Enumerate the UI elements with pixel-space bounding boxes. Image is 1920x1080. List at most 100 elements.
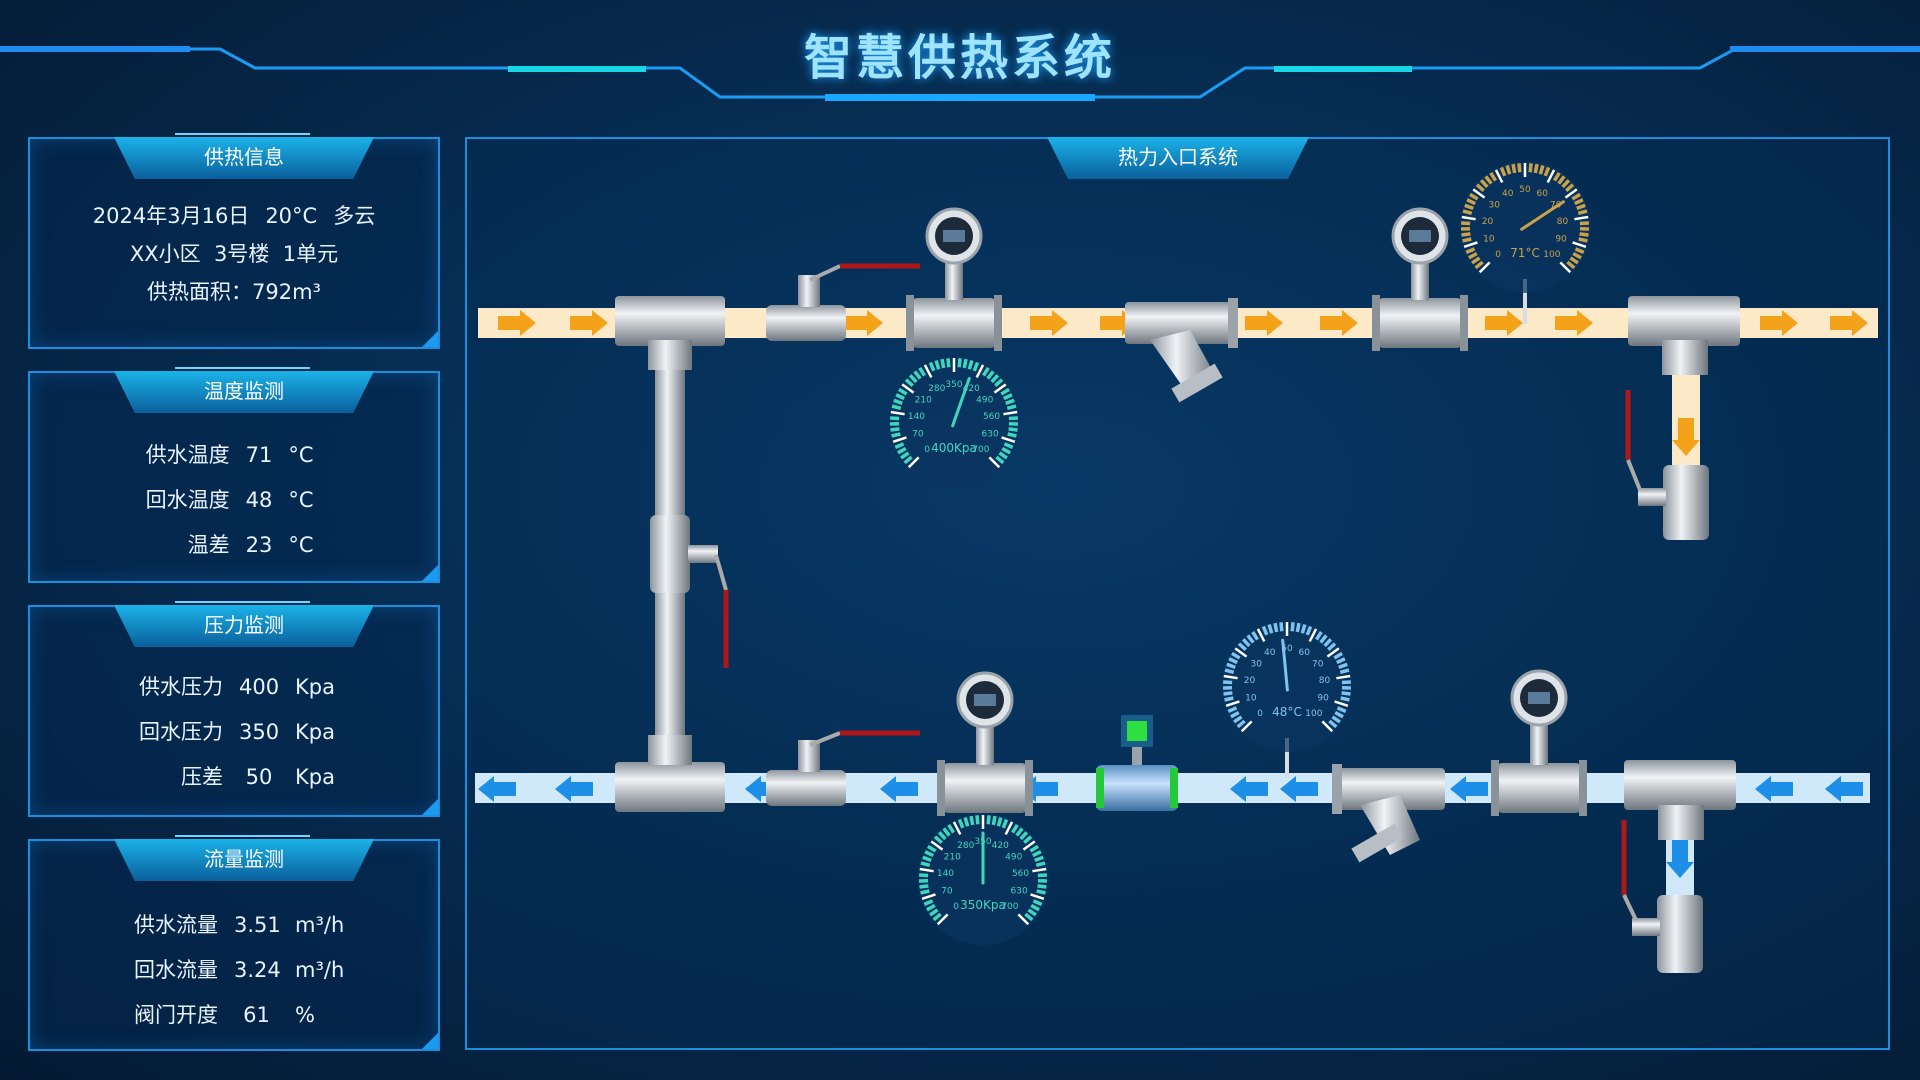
label: 回水压力	[139, 720, 223, 744]
gauge-tick-label: 0	[924, 445, 930, 455]
gauge-tick-label: 20	[1482, 217, 1494, 227]
supply-arrow-icon	[1320, 310, 1358, 336]
unit: m³/h	[295, 958, 345, 982]
tee-fitting	[1624, 760, 1736, 840]
gauge-tick-label: 10	[1483, 235, 1495, 245]
gauge-tick-label: 490	[976, 396, 993, 406]
return-arrow-icon	[880, 776, 918, 802]
gauge-tick-label: 70	[1312, 660, 1324, 670]
gauge-tick-label: 420	[963, 384, 980, 394]
corner-decoration	[422, 565, 438, 581]
label: 回水流量	[134, 958, 218, 982]
label: 阀门开度	[134, 1003, 218, 1027]
panel-header: 压力监测	[114, 605, 374, 647]
unit: °C	[288, 488, 314, 512]
ball-valve[interactable]	[766, 263, 920, 341]
display-screen	[943, 230, 965, 242]
gauge-tick-label: 40	[1264, 648, 1276, 658]
panel-header: 温度监测	[114, 371, 374, 413]
panel-header: 供热信息	[114, 137, 374, 179]
supply-arrow-icon	[1555, 310, 1593, 336]
display-screen	[1409, 230, 1431, 242]
tee-fitting	[1628, 296, 1740, 375]
gauge-needle	[1281, 638, 1289, 692]
supply-arrow-icon	[1760, 310, 1798, 336]
y-strainer	[1125, 298, 1238, 403]
label: 回水温度	[145, 488, 230, 512]
supply-arrow-icon	[1485, 310, 1523, 336]
ball-valve[interactable]	[766, 730, 920, 806]
return-pressure-gauge: 070140210280350420490560630700350Kpa	[917, 813, 1049, 945]
corner-decoration	[422, 331, 438, 347]
gauge-tick-label: 280	[928, 384, 945, 394]
outdoor-temp: 20°C	[265, 204, 318, 228]
return-arrow-icon	[1825, 776, 1863, 802]
heating-area: 供热面积：792m³	[147, 280, 321, 304]
ball-valve[interactable]	[1621, 820, 1703, 973]
gauge-tick-label: 100	[1305, 709, 1322, 719]
electromagnetic-flowmeter	[1096, 715, 1178, 811]
corner-decoration	[422, 799, 438, 815]
tee-fitting	[615, 735, 725, 812]
gauge-tick-label: 350	[945, 380, 962, 390]
gauge-tick-label: 700	[1001, 902, 1018, 912]
gauge-tick-label: 0	[1495, 250, 1501, 260]
value: 61	[243, 1003, 270, 1027]
flow-transmitter	[1372, 207, 1468, 351]
supply-arrow-icon	[1672, 418, 1700, 456]
flow-transmitter	[906, 207, 1002, 351]
value: 400	[239, 675, 280, 699]
y-strainer	[1332, 764, 1445, 863]
flow-transmitter	[1491, 669, 1587, 816]
divider	[175, 367, 310, 369]
panel-header: 流量监测	[114, 839, 374, 881]
ball-valve[interactable]	[650, 515, 729, 668]
gauge-tick-label: 280	[957, 841, 974, 851]
gauge-tick-label: 70	[941, 887, 953, 897]
value: 50	[245, 765, 273, 789]
return-arrow-icon	[1755, 776, 1793, 802]
gauge-tick-label: 40	[1502, 189, 1514, 199]
supply-arrow-icon	[1245, 310, 1283, 336]
return-arrow-icon	[1280, 776, 1318, 802]
gauge-needle	[951, 377, 971, 428]
unit: m³/h	[295, 913, 345, 937]
divider	[175, 133, 310, 135]
value: 23	[245, 533, 273, 557]
return-arrow-icon	[1666, 840, 1694, 878]
label: 温差	[187, 533, 230, 557]
gauge-tick-label: 700	[972, 445, 989, 455]
gauge-tick-label: 80	[1557, 217, 1569, 227]
gauge-tick-label: 90	[1555, 235, 1567, 245]
supply-temp-gauge: 010203040506070809010071°C	[1459, 161, 1591, 324]
corner-decoration	[422, 1033, 438, 1049]
ball-valve[interactable]	[1625, 390, 1709, 540]
gauge-tick-label: 60	[1299, 648, 1311, 658]
flow-transmitter	[937, 671, 1033, 816]
label: 供水温度	[145, 443, 230, 467]
unit: %	[295, 1003, 315, 1027]
return-arrow-icon	[1230, 776, 1268, 802]
value: 48	[245, 488, 273, 512]
gauge-tick-label: 50	[1281, 644, 1293, 654]
value: 3.24	[234, 958, 281, 982]
gauge-tick-label: 630	[982, 430, 999, 440]
gauge-readout: 400Kpa	[931, 441, 977, 455]
gauge-tick-label: 210	[915, 396, 932, 406]
gauge-tick-label: 30	[1489, 201, 1501, 211]
unit: Kpa	[295, 720, 335, 744]
divider	[175, 601, 310, 603]
label: 压差	[181, 765, 223, 789]
gauge-tick-label: 560	[1012, 869, 1029, 879]
heat-entry-system-panel: 热力入口系统	[465, 137, 1890, 1050]
header-decoration	[0, 47, 1920, 99]
date: 2024年3月16日	[92, 204, 250, 228]
gauge-tick-label: 60	[1537, 189, 1549, 199]
unit: °C	[288, 443, 314, 467]
